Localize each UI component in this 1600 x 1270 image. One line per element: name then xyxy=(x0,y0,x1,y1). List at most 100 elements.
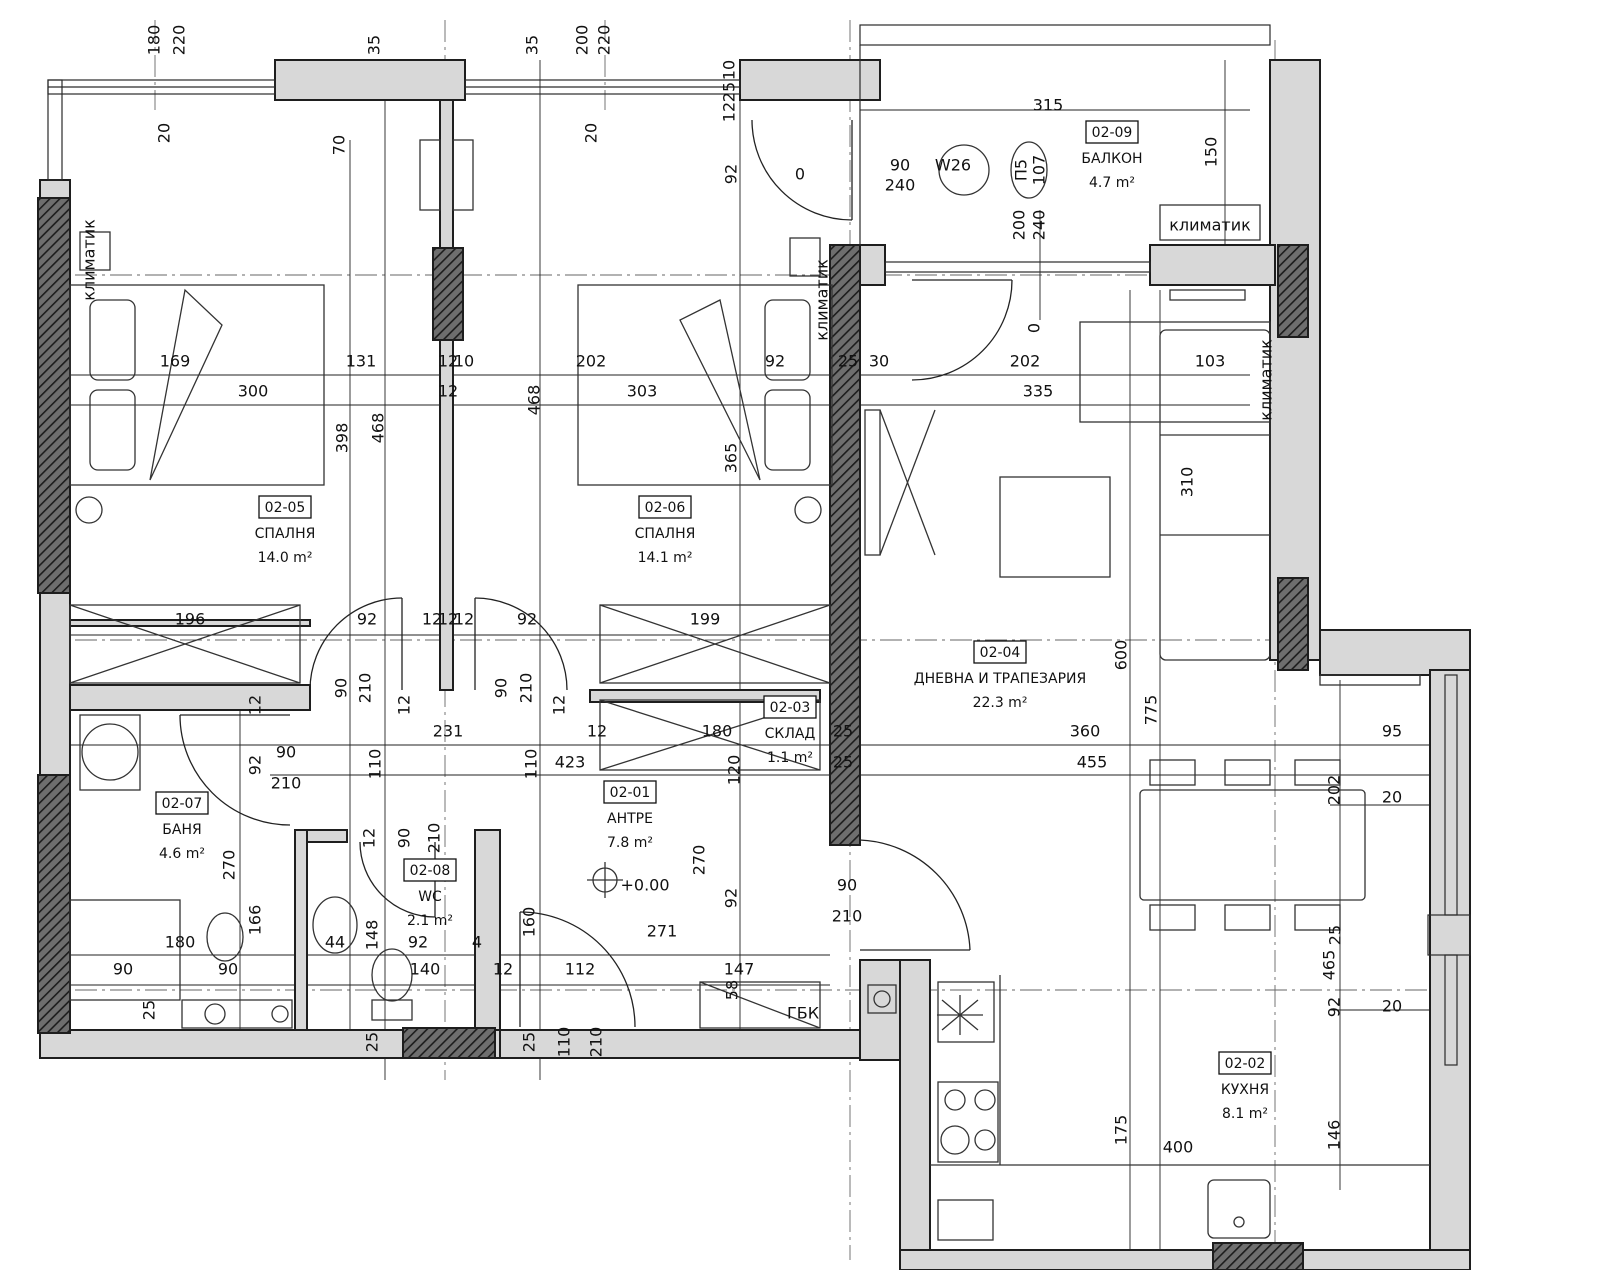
room-name: БАНЯ xyxy=(162,822,201,838)
dimension-label: +0.00 xyxy=(620,876,669,895)
room-area: 14.1 m² xyxy=(638,550,693,566)
dimension-label: 360 xyxy=(1070,722,1101,741)
dimension-label: 12 xyxy=(587,722,607,741)
dimension-label: 335 xyxy=(1023,382,1054,401)
room-code: 02-08 xyxy=(410,863,451,879)
dimension-label: 210 xyxy=(832,907,863,926)
room-area: 1.1 m² xyxy=(767,750,813,766)
dimension-label: 166 xyxy=(246,905,265,936)
dimension-label: 310 xyxy=(1178,467,1197,498)
dimension-label: 180 xyxy=(165,933,196,952)
dimension-label: 175 xyxy=(1112,1115,1131,1146)
dimension-label: 90 xyxy=(276,743,296,762)
room-name: СКЛАД xyxy=(765,726,816,742)
dimension-label: 12 xyxy=(720,102,739,122)
dimension-label: 112 xyxy=(565,960,596,979)
dimension-label: 240 xyxy=(1030,210,1049,241)
dimension-label: 400 xyxy=(1163,1138,1194,1157)
dimension-label: 202 xyxy=(1010,352,1041,371)
windows xyxy=(47,24,1471,1066)
room-name: ДНЕВНА И ТРАПЕЗАРИЯ xyxy=(914,671,1087,687)
dimension-label: 202 xyxy=(576,352,607,371)
dimension-label: 12 xyxy=(360,828,379,848)
dimension-label: 210 xyxy=(587,1027,606,1058)
dimension-label: 25 xyxy=(363,1032,382,1052)
dimension-label: 90 xyxy=(332,678,351,698)
dimension-label: 423 xyxy=(555,753,586,772)
dimension-label: 210 xyxy=(271,774,302,793)
dimension-label: 20 xyxy=(1382,997,1402,1016)
dimension-label: климатик xyxy=(80,219,99,301)
dimension-label: 210 xyxy=(425,823,444,854)
dimension-label: 92 xyxy=(722,888,741,908)
dimension-label: 775 xyxy=(1142,695,1161,726)
dimension-label: 30 xyxy=(869,352,889,371)
dimension-label: 120 xyxy=(725,755,744,786)
room-name: КУХНЯ xyxy=(1221,1082,1269,1098)
dimension-lines xyxy=(70,60,1440,1250)
dimension-label: 0 xyxy=(1025,323,1044,333)
dimension-label: 90 xyxy=(113,960,133,979)
dimension-label: 92 xyxy=(517,610,537,629)
dimension-label: 35 xyxy=(365,35,384,55)
dimension-label: 210 xyxy=(517,673,536,704)
dimension-label: 110 xyxy=(366,749,385,780)
dimension-label: 210 xyxy=(356,673,375,704)
dimension-label: 180 xyxy=(702,722,733,741)
dimension-label: 92 xyxy=(408,933,428,952)
dimension-label: 220 xyxy=(170,25,189,56)
dimension-label: 12 xyxy=(438,352,458,371)
dimension-label: 25 xyxy=(720,82,739,102)
dimension-label: 12 xyxy=(454,610,474,629)
dimension-label: 231 xyxy=(433,722,464,741)
dimension-label: 12 xyxy=(246,695,265,715)
dimension-label: 110 xyxy=(522,749,541,780)
dimension-label: 20 xyxy=(582,123,601,143)
room-area: 4.6 m² xyxy=(159,846,205,862)
dimension-label: 180 xyxy=(145,25,164,56)
room-code: 02-06 xyxy=(645,500,686,516)
dimension-label: 300 xyxy=(238,382,269,401)
dimension-label: 92 xyxy=(357,610,377,629)
dimension-label: 25 xyxy=(140,1000,159,1020)
dimension-label: 220 xyxy=(595,25,614,56)
room-code: 02-09 xyxy=(1092,125,1133,141)
dimension-label: 148 xyxy=(363,920,382,951)
dimension-label: 240 xyxy=(885,176,916,195)
room-area: 8.1 m² xyxy=(1222,1106,1268,1122)
dimension-label: 270 xyxy=(220,850,239,881)
room-code: 02-02 xyxy=(1225,1056,1266,1072)
dimension-label: 10 xyxy=(454,352,474,371)
furniture xyxy=(69,139,1430,1241)
dimension-label: 107 xyxy=(1030,155,1049,186)
dimension-label: W26 xyxy=(935,156,971,175)
room-name: WC xyxy=(418,889,442,905)
dimension-label: 4 xyxy=(472,933,482,952)
dimension-label: 25 xyxy=(833,722,853,741)
dimension-label: ГБК xyxy=(787,1004,820,1023)
dimension-label: 12 xyxy=(550,695,569,715)
dimension-label: 270 xyxy=(690,845,709,876)
dimension-label: 303 xyxy=(627,382,658,401)
dimension-label: 196 xyxy=(175,610,206,629)
dimension-label: 315 xyxy=(1033,96,1064,115)
dimension-label: 12 xyxy=(422,610,442,629)
room-name: БАЛКОН xyxy=(1081,151,1142,167)
room-code: 02-04 xyxy=(980,645,1021,661)
dimension-label: климатик xyxy=(1169,216,1251,235)
dimension-label: 90 xyxy=(218,960,238,979)
dimension-label: 90 xyxy=(395,828,414,848)
room-area: 14.0 m² xyxy=(258,550,313,566)
dimension-label: 200 xyxy=(573,25,592,56)
dimension-label: 20 xyxy=(1382,788,1402,807)
dimension-label: климатик xyxy=(1257,339,1276,421)
room-name: СПАЛНЯ xyxy=(635,526,696,542)
